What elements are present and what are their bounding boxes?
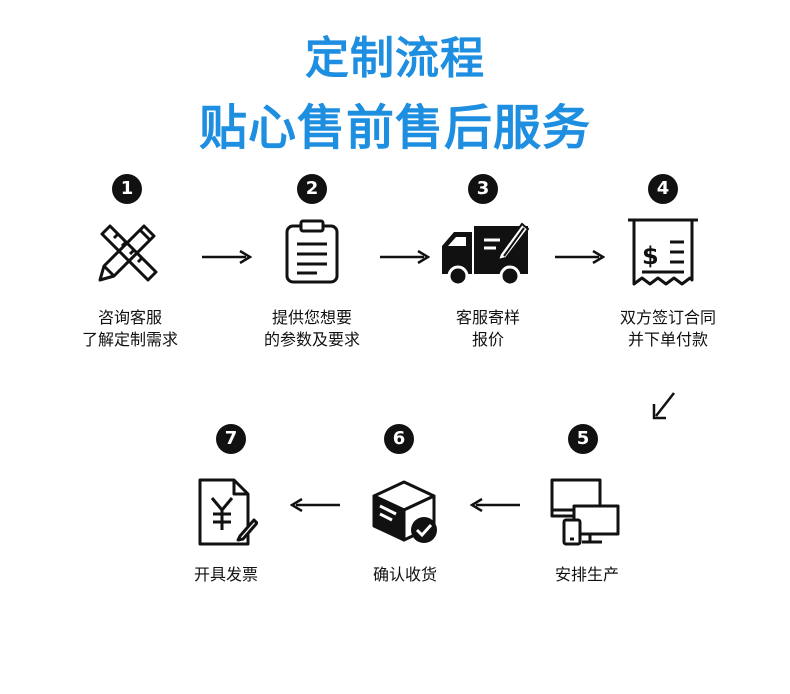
delivery-truck-icon: [442, 222, 530, 287]
svg-text:$: $: [642, 242, 659, 270]
arrow-down-left: [652, 392, 675, 420]
step-4-label-line2: 并下单付款: [627, 330, 708, 349]
step-5-number: 5: [568, 424, 598, 454]
step-6-number: 6: [384, 424, 414, 454]
step-1-label: 咨询客服 了解定制需求: [40, 307, 220, 351]
step-7-label: 开具发票: [136, 564, 316, 586]
step-6-label: 确认收货: [315, 564, 495, 586]
step-7-number: 7: [216, 424, 246, 454]
step-1-label-line2: 了解定制需求: [81, 330, 178, 349]
step-4-label: 双方签订合同 并下单付款: [578, 307, 758, 351]
page-subtitle: 贴心售前售后服务: [198, 100, 591, 156]
step-1-label-line1: 咨询客服: [97, 308, 162, 327]
step-5-label-line1: 安排生产: [554, 565, 619, 584]
step-3-label-line2: 报价: [471, 330, 504, 349]
page-title: 定制流程: [305, 33, 485, 84]
invoice-yen-icon: [198, 478, 258, 546]
package-check-icon: [372, 480, 437, 543]
step-6-label-line1: 确认收货: [372, 565, 437, 584]
step-3-label: 客服寄样 报价: [398, 307, 578, 351]
devices-production-icon: [550, 478, 620, 546]
arrow-left-2: [290, 498, 340, 512]
receipt-icon: $: [628, 218, 698, 286]
step-4-label-line1: 双方签订合同: [619, 308, 716, 327]
step-2-label: 提供您想要 的参数及要求: [222, 307, 402, 351]
arrow-left-1: [470, 498, 520, 512]
pencil-ruler-icon: [98, 224, 158, 282]
step-7-label-line1: 开具发票: [193, 565, 258, 584]
step-2-label-line2: 的参数及要求: [263, 330, 360, 349]
arrow-right-3: [555, 250, 605, 264]
step-4-number: 4: [648, 174, 678, 204]
clipboard-icon: [285, 219, 339, 284]
step-3-label-line1: 客服寄样: [455, 308, 520, 327]
step-2-label-line1: 提供您想要: [271, 308, 352, 327]
step-5-label: 安排生产: [497, 564, 677, 586]
arrow-right-2: [380, 250, 430, 264]
step-2-number: 2: [297, 174, 327, 204]
arrow-right-1: [202, 250, 252, 264]
step-1-number: 1: [112, 174, 142, 204]
step-3-number: 3: [468, 174, 498, 204]
